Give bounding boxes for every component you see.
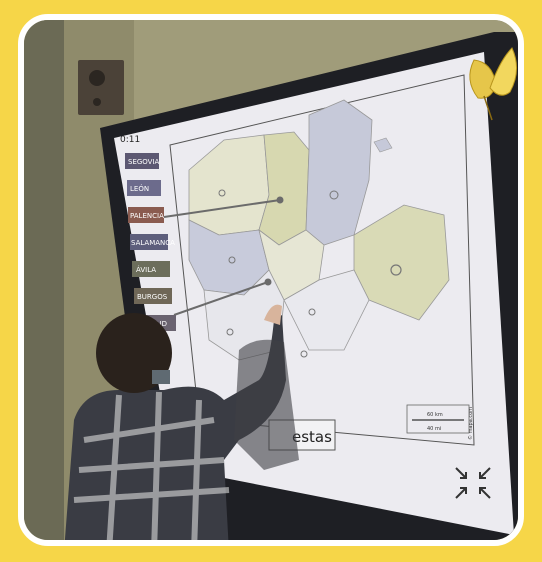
svg-text:40 mi: 40 mi [427,426,441,432]
svg-text:BURGOS: BURGOS [137,293,168,301]
student-shadow [234,339,299,470]
province-map [188,99,450,361]
label-item[interactable]: ÁVILA [132,261,170,277]
svg-text:SEGOVIA: SEGOVIA [128,158,160,166]
region-segovia [283,269,370,351]
label-item[interactable]: SALAMANCA [130,234,175,250]
svg-text:estas: estas [292,428,332,446]
scale-bar: 60 km 40 mi © mapa.com [406,404,474,440]
photo-scene: 0:11 SEGOVIA LEÓN PALENCIA SALAMANCA ÁVI… [24,20,518,540]
student [64,304,286,540]
map-frame [169,74,475,446]
svg-text:60 km: 60 km [427,412,443,418]
svg-text:PALENCIA: PALENCIA [130,212,164,220]
svg-text:SALAMANCA: SALAMANCA [131,239,175,247]
drag-line-2 [173,281,269,316]
svg-text:ÁVILA: ÁVILA [136,265,156,274]
classroom-photo: 0:11 SEGOVIA LEÓN PALENCIA SALAMANCA ÁVI… [18,14,524,546]
timer: 0:11 [120,135,140,145]
drag-pin-1[interactable] [276,196,284,204]
collapse-fullscreen-icon[interactable] [455,467,491,499]
label-item[interactable]: LEÓN [127,180,161,196]
drag-pin-2[interactable] [264,278,272,286]
drag-line-1 [163,199,281,218]
label-item[interactable]: BURGOS [134,288,172,304]
svg-text:© mapa.com: © mapa.com [467,407,474,440]
region-islet [373,137,393,153]
label-item[interactable]: SEGOVIA [125,153,160,169]
svg-text:LEÓN: LEÓN [130,184,149,193]
speaker [78,60,124,115]
label-item[interactable]: PALENCIA [128,207,164,223]
